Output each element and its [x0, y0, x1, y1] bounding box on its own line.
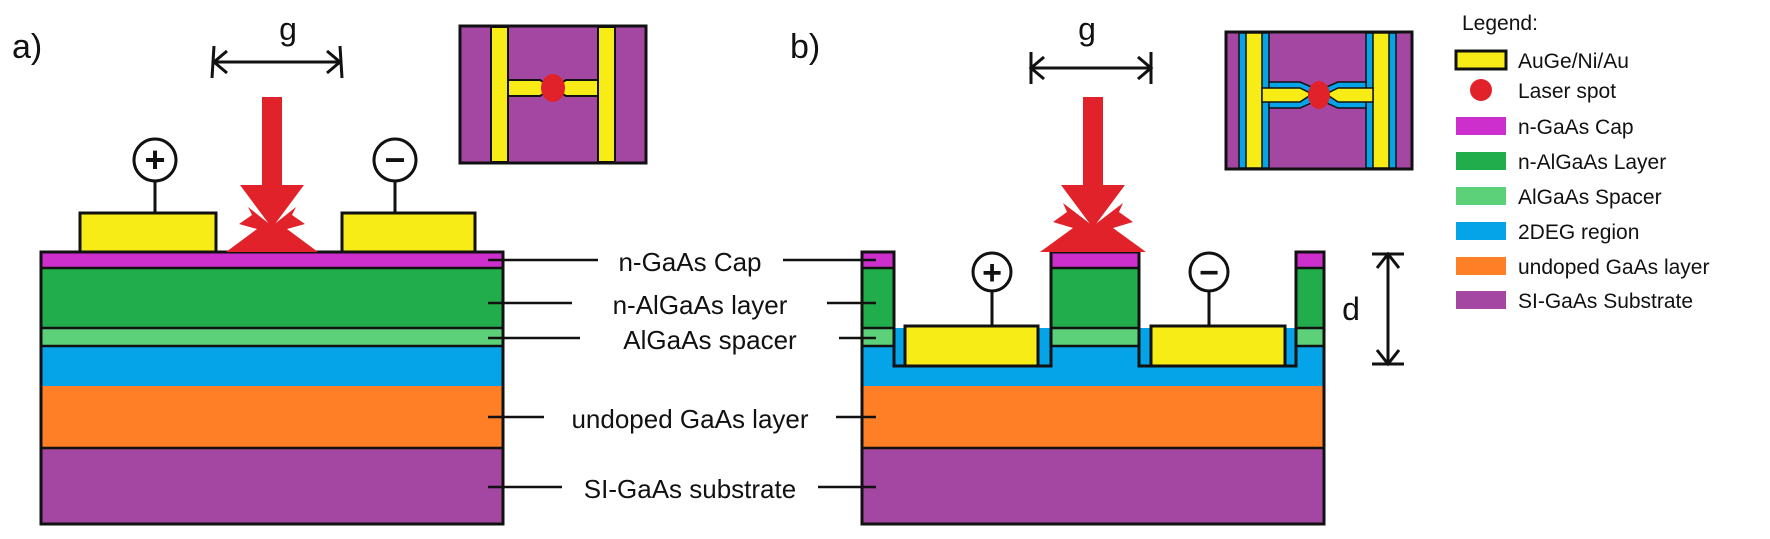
- legend-item-substrate: SI-GaAs Substrate: [1456, 290, 1693, 313]
- b-depth-label: d: [1342, 291, 1360, 327]
- a-contact-right: [340, 211, 477, 254]
- legend-swatch-cap: [1456, 117, 1506, 135]
- legend-swatch-contact: [1454, 49, 1508, 71]
- panel-a-label: a): [12, 28, 42, 66]
- legend-swatch-substrate: [1456, 291, 1506, 309]
- panel-b-label: b): [790, 28, 820, 66]
- b-minus-terminal: [1188, 251, 1230, 293]
- a-spacer-layer: [41, 328, 503, 346]
- legend-item-cap: n-GaAs Cap: [1456, 116, 1634, 139]
- legend-label-contact: AuGe/Ni/Au: [1518, 50, 1629, 73]
- b-depth-arrow: [1372, 251, 1404, 367]
- legend-label-substrate: SI-GaAs Substrate: [1518, 290, 1693, 313]
- panel-a: a) + −: [12, 11, 648, 526]
- legend-title: Legend:: [1462, 12, 1538, 35]
- b-top-view-inset: [1224, 30, 1414, 171]
- legend-label-nalgaas: n-AlGaAs Layer: [1518, 151, 1666, 174]
- panel-b: b): [783, 11, 1414, 526]
- b-spacer-layer: [1051, 328, 1139, 346]
- legend-swatch-nalgaas: [1456, 152, 1506, 170]
- b-contact-left: [903, 324, 1040, 368]
- a-gap-label: g: [279, 11, 297, 47]
- legend-swatch-spacer: [1456, 187, 1506, 205]
- legend-item-laser: Laser spot: [1470, 79, 1616, 103]
- b-laser-arrow: [1040, 97, 1146, 252]
- legend-swatch-laser: [1470, 79, 1492, 101]
- a-cap-layer: [41, 252, 503, 268]
- a-gap-arrow: [210, 45, 344, 79]
- b-nalgaas-layer: [1051, 268, 1139, 328]
- b-undoped-layer: [862, 386, 1324, 448]
- b-cap-layer: [1051, 252, 1139, 268]
- b-contact-right: [1149, 324, 1287, 368]
- legend-swatch-twodeg: [1456, 222, 1506, 240]
- label-cap: n-GaAs Cap: [618, 247, 761, 277]
- b-gap-label: g: [1078, 11, 1096, 47]
- label-spacer: AlGaAs spacer: [623, 325, 797, 355]
- legend-label-laser: Laser spot: [1518, 80, 1616, 103]
- legend-swatch-undoped: [1456, 257, 1506, 275]
- a-nalgaas-layer: [41, 268, 503, 328]
- legend-item-contact: AuGe/Ni/Au: [1454, 49, 1629, 73]
- legend-label-twodeg: 2DEG region: [1518, 221, 1639, 244]
- label-substrate: SI-GaAs substrate: [584, 474, 796, 504]
- a-top-view-inset: [458, 24, 648, 165]
- legend-item-spacer: AlGaAs Spacer: [1456, 186, 1662, 209]
- a-plus-terminal: [132, 137, 178, 183]
- a-minus-symbol: −: [384, 139, 405, 180]
- layer-labels: n-GaAs Cap n-AlGaAs layer AlGaAs spacer …: [571, 247, 808, 504]
- legend-item-undoped: undoped GaAs layer: [1456, 256, 1709, 279]
- a-contact-left: [78, 211, 218, 254]
- b-plus-terminal: [971, 251, 1013, 293]
- b-substrate-layer: [862, 448, 1324, 524]
- legend-item-nalgaas: n-AlGaAs Layer: [1456, 151, 1666, 174]
- a-laser-arrow: [226, 97, 318, 252]
- legend-label-undoped: undoped GaAs layer: [1518, 256, 1709, 279]
- a-minus-terminal: [372, 137, 418, 183]
- a-2deg-layer: [41, 346, 503, 386]
- a-undoped-layer: [41, 386, 503, 448]
- legend-label-cap: n-GaAs Cap: [1518, 116, 1634, 139]
- a-plus-symbol: +: [144, 139, 165, 180]
- label-nalgaas: n-AlGaAs layer: [613, 290, 788, 320]
- legend-item-twodeg: 2DEG region: [1456, 221, 1639, 244]
- b-gap-arrow: [1028, 52, 1154, 84]
- b-plus-symbol: +: [982, 254, 1002, 292]
- a-substrate-layer: [41, 448, 503, 524]
- legend-label-spacer: AlGaAs Spacer: [1518, 186, 1662, 209]
- label-undoped: undoped GaAs layer: [571, 404, 808, 434]
- b-minus-symbol: −: [1199, 254, 1219, 292]
